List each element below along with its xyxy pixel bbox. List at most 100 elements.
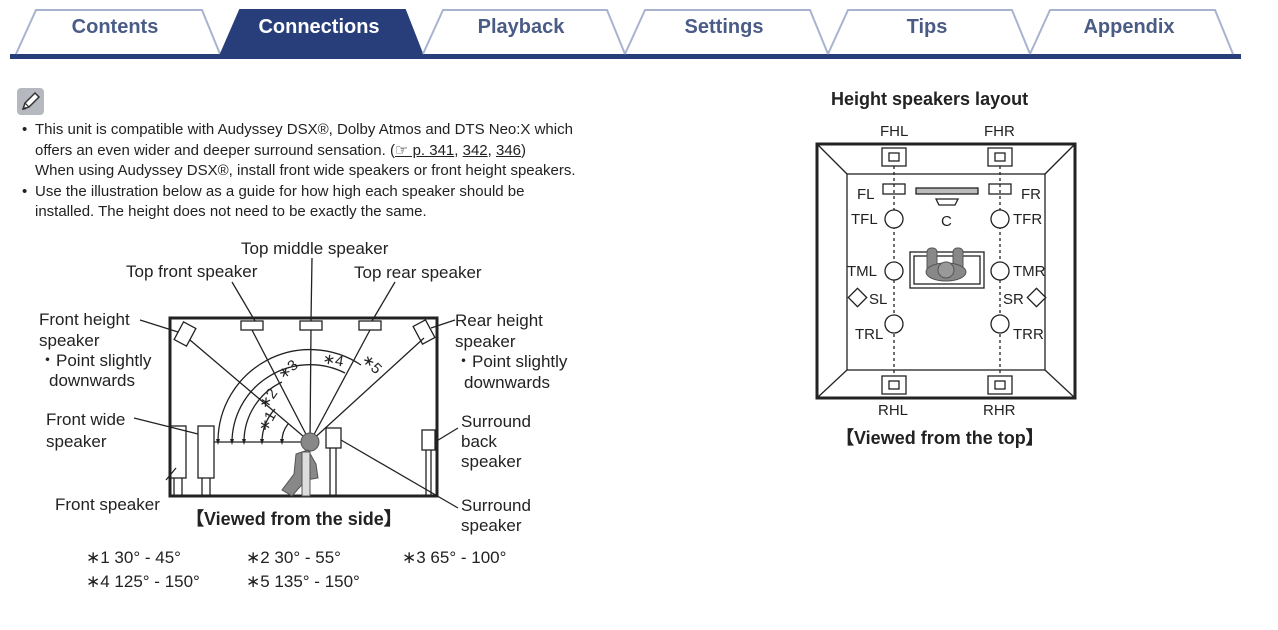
tml-speaker — [884, 261, 904, 281]
top-view-title: Height speakers layout — [831, 89, 1028, 109]
tab-shape-connections — [218, 9, 425, 57]
arc-label-4: ∗4 — [321, 350, 345, 370]
hand-pointer-icon: ☞ — [394, 141, 409, 159]
tab-connections-label: Connections — [258, 16, 380, 38]
label-fhl: FHL — [880, 123, 908, 140]
listener-figure — [281, 432, 320, 497]
arc-label-3: ∗3 — [275, 357, 302, 383]
tab-contents[interactable]: Contents — [20, 8, 216, 56]
tab-shape-settings — [624, 9, 829, 55]
tab-playback[interactable]: Playback — [426, 8, 622, 56]
tab-connections[interactable]: Connections — [224, 8, 420, 56]
arc-label-5: ∗5 — [358, 351, 385, 378]
top-view-diagram: Height speakers layout — [815, 89, 1077, 448]
rhr-speaker — [987, 375, 1013, 395]
label-c: C — [941, 213, 952, 230]
listener-top — [925, 247, 967, 282]
bullet1-line2-suffix: ) — [521, 141, 527, 159]
angle-note-1: ∗1 30° - 45° — [86, 548, 181, 567]
label-tml: TML — [847, 263, 877, 280]
tfl-speaker — [884, 209, 904, 229]
label-front-height-1: Front height — [39, 310, 130, 329]
tab-appendix[interactable]: Appendix — [1034, 8, 1230, 56]
label-rear-height-2: speaker — [455, 332, 516, 351]
label-front-wide-1: Front wide — [46, 410, 125, 429]
label-fr: FR — [1021, 186, 1041, 203]
bullet-item-2: Use the illustration below as a guide fo… — [22, 182, 622, 223]
angle-note-3: ∗3 65° - 100° — [402, 548, 507, 567]
label-rhr: RHR — [983, 402, 1016, 419]
tab-underline-bar — [10, 54, 1241, 59]
label-fhr: FHR — [984, 123, 1015, 140]
tab-shapes — [10, 9, 1241, 59]
bullet2-line2: installed. The height does not need to b… — [35, 203, 427, 220]
front-speaker-box — [169, 425, 187, 479]
label-fl: FL — [857, 186, 875, 203]
note-bullets: This unit is compatible with Audyssey DS… — [22, 120, 622, 223]
pencil-note-icon — [17, 88, 44, 115]
fhl-speaker — [881, 147, 907, 167]
label-rear-height-4: downwards — [464, 373, 550, 392]
fhr-speaker — [987, 147, 1013, 167]
label-top-middle-speaker: Top middle speaker — [241, 239, 389, 258]
bullet1-line2-prefix: offers an even wider and deeper surround… — [35, 141, 395, 159]
rear-height-speaker-box — [412, 319, 436, 345]
ref-separator-1: , — [454, 141, 463, 159]
label-rhl: RHL — [878, 402, 908, 419]
tab-settings[interactable]: Settings — [629, 8, 825, 56]
caption-top-view: 【Viewed from the top】 — [836, 428, 1044, 448]
tab-shape-appendix — [1029, 9, 1234, 55]
page-ref-link-341[interactable]: ☞ p. 341 — [395, 142, 454, 159]
label-front-height-2: speaker — [39, 331, 100, 350]
tab-appendix-label: Appendix — [1083, 16, 1175, 38]
center-speaker — [915, 187, 979, 195]
tmr-speaker — [990, 261, 1010, 281]
front-wide-speaker-box — [197, 425, 215, 479]
label-front-height-3: ・Point slightly — [39, 351, 152, 370]
page-ref-link-346[interactable]: 346 — [496, 141, 522, 159]
label-tfl: TFL — [851, 211, 878, 228]
arc-label-2: ∗2 — [255, 385, 281, 412]
page-ref-link-342[interactable]: 342 — [462, 141, 488, 159]
label-surround-1: Surround — [461, 496, 531, 515]
label-surround-2: speaker — [461, 516, 522, 535]
surround-speaker-box — [325, 427, 342, 449]
trr-speaker — [990, 314, 1010, 334]
label-trl: TRL — [855, 326, 883, 343]
sofa — [909, 251, 985, 289]
tfr-speaker — [990, 209, 1010, 229]
bullet1-line1: This unit is compatible with Audyssey DS… — [35, 121, 573, 138]
bullet-item-1: This unit is compatible with Audyssey DS… — [22, 120, 622, 182]
sl-speaker — [847, 287, 868, 308]
label-tmr: TMR — [1013, 263, 1046, 280]
angle-note-5: ∗5 135° - 150° — [246, 572, 360, 591]
tab-shape-tips — [827, 9, 1031, 55]
bullet1-line2: offers an even wider and deeper surround… — [35, 141, 622, 162]
top-rear-speaker-box — [358, 320, 382, 331]
label-top-front-speaker: Top front speaker — [126, 262, 258, 281]
label-sl: SL — [869, 291, 887, 308]
label-surround-back-2: back — [461, 432, 497, 451]
label-surround-back-1: Surround — [461, 412, 531, 431]
top-front-speaker-box — [240, 320, 264, 331]
label-front-speaker: Front speaker — [55, 495, 160, 514]
side-view-diagram: Top middle speaker Top front speaker Top… — [39, 239, 568, 535]
tab-shape-contents — [15, 9, 221, 55]
front-height-speaker-box — [173, 321, 197, 347]
label-surround-back-3: speaker — [461, 452, 522, 471]
label-front-height-4: downwards — [49, 371, 135, 390]
label-sr: SR — [1003, 291, 1024, 308]
label-trr: TRR — [1013, 326, 1044, 343]
bullet1-line3: When using Audyssey DSX®, install front … — [35, 162, 576, 179]
tab-tips-label: Tips — [906, 16, 948, 38]
tab-bar: Contents Connections Playback Settings T… — [0, 0, 1278, 62]
label-rear-height-1: Rear height — [455, 311, 543, 330]
tab-tips[interactable]: Tips — [832, 8, 1028, 56]
tv-stand — [934, 198, 960, 206]
bullet2-line1: Use the illustration below as a guide fo… — [35, 182, 525, 200]
tab-settings-label: Settings — [684, 16, 764, 38]
angle-note-2: ∗2 30° - 55° — [246, 548, 341, 567]
page-ref-341: p. 341 — [408, 141, 455, 159]
tab-playback-label: Playback — [477, 16, 565, 38]
top-room-inner — [846, 173, 1046, 371]
